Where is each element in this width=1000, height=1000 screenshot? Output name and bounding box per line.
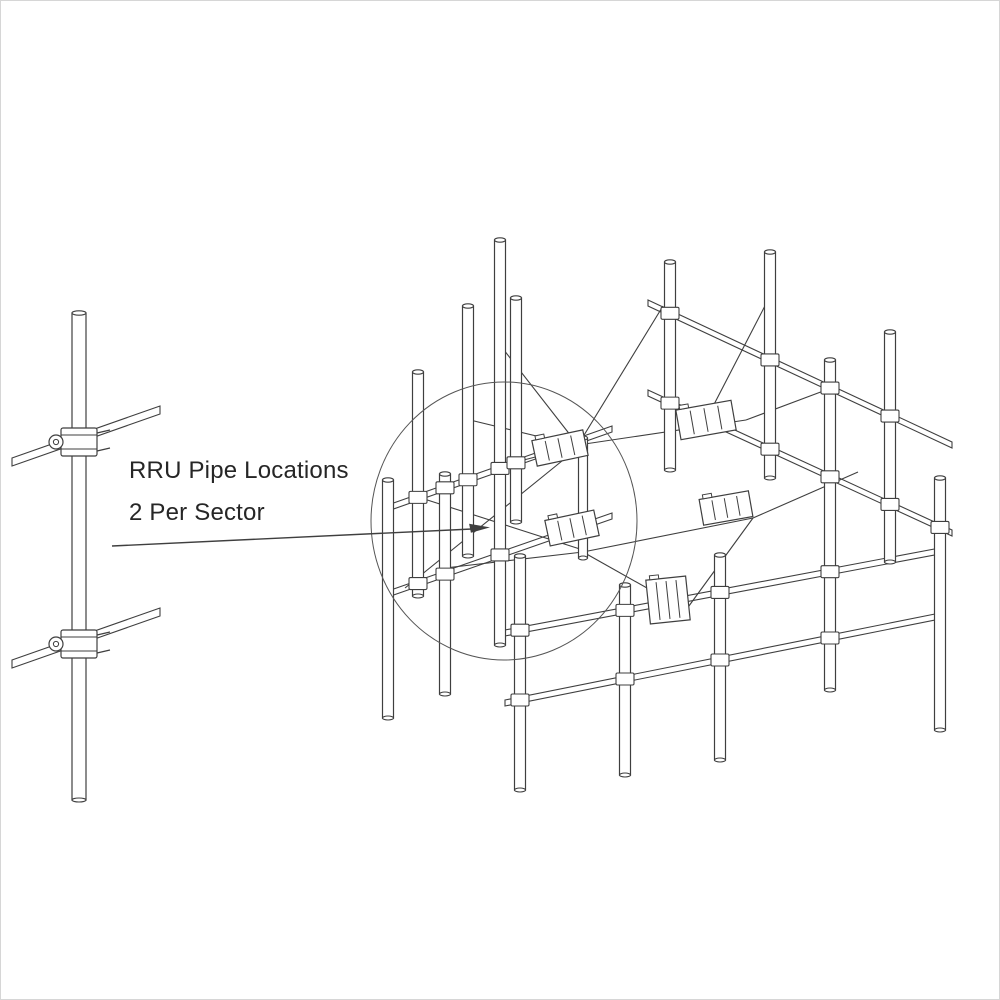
pipe-clamp	[506, 456, 526, 470]
rru-unit	[698, 490, 754, 526]
vertical-pipe	[461, 305, 475, 557]
pipe-clamp	[408, 576, 428, 591]
vertical-pipe	[71, 312, 87, 801]
pipe-bottom-cap	[411, 593, 425, 599]
sector-clamps	[408, 306, 950, 707]
rru-unit	[645, 574, 691, 625]
rru-unit	[531, 429, 589, 467]
pipe-top-cap	[71, 310, 87, 316]
rru-mount-clamp	[60, 427, 98, 457]
annotation	[111, 381, 638, 661]
pipe-top-cap	[381, 477, 395, 483]
vertical-pipe	[933, 477, 947, 731]
callout-arrow-line	[111, 528, 473, 547]
callout-label: RRU Pipe Locations 2 Per Sector	[129, 450, 349, 534]
pipe-clamp	[615, 672, 635, 686]
pipe-clamp	[880, 497, 900, 511]
pipe-bottom-cap	[618, 772, 632, 778]
callout-line-2: 2 Per Sector	[129, 499, 265, 526]
clamp-bolt	[48, 636, 64, 652]
pipe-top-cap	[713, 552, 727, 558]
pipe-clamp	[930, 520, 950, 535]
diagonal-brace	[404, 447, 579, 589]
pipe-clamp	[615, 603, 635, 617]
pipe-bottom-cap	[509, 519, 523, 525]
pipe-clamp	[880, 409, 900, 423]
pipe-top-cap	[509, 295, 523, 301]
pipe-clamp	[660, 306, 680, 320]
vertical-pipe	[509, 297, 523, 523]
vertical-pipe	[493, 239, 507, 646]
pipe-clamp	[820, 470, 840, 484]
sector-pipes	[381, 237, 947, 793]
pipe-bottom-cap	[933, 727, 947, 733]
pipe-bottom-cap	[763, 475, 777, 481]
rru-mount-clamp	[60, 629, 98, 659]
pipe-clamp	[408, 490, 428, 504]
pipe-bottom-cap	[823, 687, 837, 693]
pipe-top-cap	[493, 237, 507, 243]
rru-unit	[675, 399, 737, 441]
pipe-bottom-cap	[663, 467, 677, 473]
vertical-pipe	[663, 261, 677, 471]
rru-unit	[544, 509, 600, 547]
pipe-top-cap	[763, 249, 777, 255]
detail-rru-pipe-assembly	[11, 310, 161, 803]
callout-line-1: RRU Pipe Locations	[129, 457, 349, 484]
pipe-top-cap	[823, 357, 837, 363]
pipe-clamp	[820, 631, 840, 645]
diagonal-brace	[582, 517, 754, 553]
pipe-clamp	[435, 481, 455, 495]
pipe-bottom-cap	[513, 787, 527, 793]
pipe-top-cap	[411, 369, 425, 375]
pipe-clamp	[458, 473, 478, 487]
rru-units	[531, 399, 754, 625]
diagonal-brace	[707, 299, 769, 417]
pipe-top-cap	[513, 553, 527, 559]
mount-rail	[647, 299, 953, 449]
pipe-clamp	[435, 567, 455, 581]
pipe-top-cap	[933, 475, 947, 481]
vertical-pipe	[438, 473, 452, 695]
pipe-clamp	[760, 353, 780, 367]
pipe-clamp	[510, 623, 530, 637]
pipe-clamp	[490, 461, 510, 476]
pipe-bottom-cap	[381, 715, 395, 721]
vertical-pipe	[411, 371, 425, 597]
vertical-pipe	[513, 555, 527, 791]
pipe-clamp	[710, 585, 730, 599]
clamp-bolt	[48, 434, 64, 450]
pipe-clamp	[660, 396, 680, 410]
pipe-bottom-cap	[461, 553, 475, 559]
pipe-clamp	[710, 653, 730, 667]
diagonal-brace	[752, 471, 859, 519]
pipe-top-cap	[663, 259, 677, 265]
callout-arrow-head	[469, 523, 490, 533]
pipe-clamp	[490, 548, 510, 562]
diagonal-brace	[745, 389, 827, 421]
pipe-clamp	[820, 381, 840, 395]
pipe-clamp	[820, 565, 840, 579]
pipe-top-cap	[438, 471, 452, 477]
pipe-top-cap	[461, 303, 475, 309]
pipe-bottom-cap	[713, 757, 727, 763]
highlight-ellipse	[370, 381, 638, 661]
pipe-clamp	[760, 442, 780, 456]
pipe-clamp	[510, 693, 530, 707]
diagonal-brace	[577, 305, 664, 446]
pipe-bottom-cap	[577, 555, 589, 561]
vertical-pipe	[883, 331, 897, 563]
pipe-bottom-cap	[71, 797, 87, 803]
vertical-pipe	[381, 479, 395, 719]
pipe-bottom-cap	[493, 642, 507, 648]
pipe-bottom-cap	[438, 691, 452, 697]
pipe-top-cap	[883, 329, 897, 335]
pipe-bottom-cap	[883, 559, 897, 565]
